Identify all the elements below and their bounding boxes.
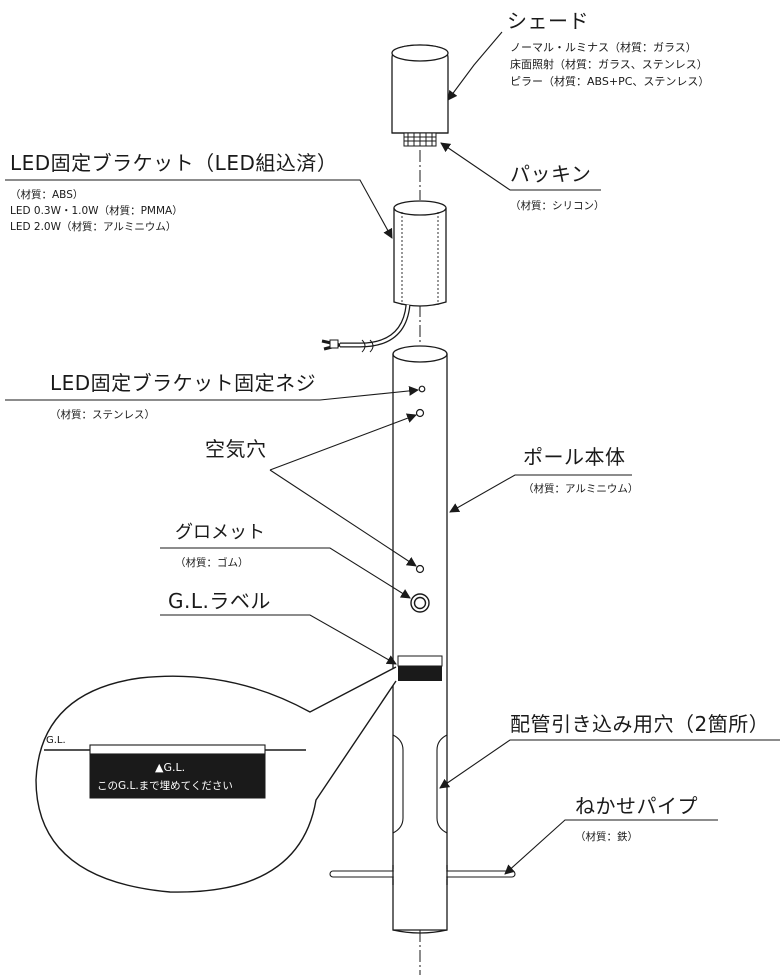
label-pole-material: （材質：アルミニウム）: [523, 483, 639, 495]
leader-wiring: [439, 739, 780, 789]
label-grommet-material: （材質：ゴム）: [175, 557, 249, 569]
leader-air-lower: [269, 469, 417, 567]
wiring-holes: [392, 734, 448, 834]
label-screw-material: （材質：ステンレス）: [50, 409, 155, 421]
callout-gl-mark: ▲G.L.: [155, 761, 186, 774]
callout-gl-text: G.L.: [46, 735, 66, 746]
label-shade: シェード: [507, 9, 589, 33]
led-cable: [321, 304, 411, 353]
label-wiring-hole: 配管引き込み用穴（2箇所）: [510, 712, 770, 736]
label-bracket-material-2: LED 0.3W・1.0W（材質：PMMA）: [10, 205, 183, 217]
label-shade-material-2: 床面照射（材質：ガラス、ステンレス）: [510, 58, 708, 71]
gl-callout-detail: [44, 744, 306, 799]
gl-label-band: [397, 655, 443, 681]
label-bracket-material-3: LED 2.0W（材質：アルミニウム）: [10, 221, 177, 233]
leader-bracket: [5, 179, 393, 239]
leader-gl-label: [160, 614, 397, 665]
label-pole-body: ポール本体: [523, 445, 626, 469]
label-shade-material-1: ノーマル・ルミナス（材質：ガラス）: [510, 41, 697, 54]
label-grommet: グロメット: [175, 522, 265, 543]
label-packing-material: （材質：シリコン）: [510, 200, 605, 212]
bracket-screw-hole: [418, 385, 426, 393]
pole-holes: [415, 385, 426, 574]
leader-lines: [5, 31, 780, 875]
leader-pole: [449, 474, 632, 513]
callout-bury-instruction: このG.L.まで埋めてください: [97, 780, 233, 792]
label-packing: パッキン: [510, 162, 592, 186]
packing-part: [403, 132, 437, 147]
label-horizontal-pipe: ねかせパイプ: [575, 794, 698, 818]
leader-pipe: [504, 819, 718, 875]
shade-part: [391, 44, 449, 134]
air-hole-upper: [415, 408, 425, 418]
air-hole-lower: [415, 564, 425, 574]
leader-grommet: [160, 547, 411, 599]
label-shade-material-3: ピラー（材質：ABS+PC、ステンレス）: [510, 75, 710, 88]
label-led-bracket: LED固定ブラケット（LED組込済）: [10, 151, 338, 175]
leader-shade: [447, 31, 503, 101]
label-air-hole: 空気穴: [205, 437, 267, 461]
leader-packing: [440, 142, 601, 191]
pole-body: [392, 345, 448, 934]
label-pipe-material: （材質：鉄）: [575, 831, 638, 843]
led-bracket-part: [393, 200, 447, 307]
label-bracket-screw: LED固定ブラケット固定ネジ: [50, 371, 317, 395]
label-gl-label: G.L.ラベル: [168, 589, 271, 613]
label-bracket-material-1: （材質：ABS）: [10, 189, 84, 201]
leader-air-upper: [269, 413, 417, 471]
grommet-part: [410, 593, 430, 613]
leader-screw: [5, 385, 419, 401]
